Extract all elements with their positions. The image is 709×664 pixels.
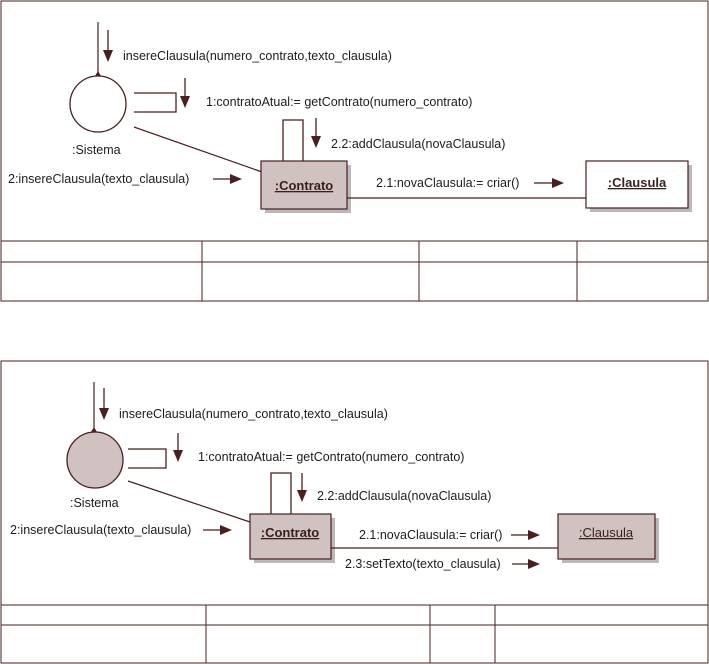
arrow-down-icon	[103, 30, 113, 62]
msg-set-texto: 2.3:setTexto(texto_clausula)	[345, 557, 501, 571]
sistema-actor[interactable]: :Sistema	[66, 382, 167, 510]
clausula-label: :Clausula	[608, 175, 667, 190]
arrow-down-icon	[297, 473, 307, 502]
sistema-label: :Sistema	[70, 496, 119, 510]
diagram-2-frame	[0, 360, 709, 664]
msg-contrato-atual: 1:contratoAtual:= getContrato(numero_con…	[198, 450, 464, 464]
arrow-right-icon	[213, 174, 242, 184]
arrow-right-icon	[203, 525, 232, 535]
msg-insere-left: 2:insereClausula(texto_clausula)	[10, 523, 191, 537]
arrow-down-icon	[99, 388, 109, 420]
arrow-right-icon	[512, 559, 540, 569]
msg-add-clausula: 2.2:addClausula(novaClausula)	[317, 489, 491, 503]
msg-add-clausula: 2.2:addClausula(novaClausula)	[331, 137, 505, 151]
arrow-down-icon	[173, 433, 183, 462]
contrato-label: :Contrato	[275, 178, 334, 193]
clausula-label: :Clausula	[579, 525, 634, 540]
actor-circle-icon	[66, 431, 124, 489]
diagram-1: :Sistema insereClausula(numero_contrato,…	[0, 0, 709, 302]
msg-insere-left: 2:insereClausula(texto_clausula)	[8, 172, 189, 186]
clausula-object[interactable]: :Clausula	[585, 160, 692, 212]
arrow-right-icon	[511, 530, 540, 540]
sistema-actor[interactable]: :Sistema	[69, 22, 177, 157]
msg-insere-top: insereClausula(numero_contrato,texto_cla…	[123, 49, 392, 63]
diagram-1-frame	[0, 0, 709, 302]
link-sistema-contrato	[127, 480, 251, 523]
arrow-right-icon	[534, 178, 564, 188]
contrato-object[interactable]: :Contrato	[249, 513, 335, 563]
diagram-1-info-table	[1, 240, 708, 301]
link-sistema-contrato	[133, 126, 263, 173]
msg-nova-clausula: 2.1:novaClausula:= criar()	[359, 528, 502, 542]
clausula-object[interactable]: :Clausula	[557, 513, 659, 563]
diagram-2: :Sistema insereClausula(numero_contrato,…	[0, 360, 709, 664]
diagram-2-info-table	[1, 604, 708, 663]
actor-circle-icon	[69, 75, 127, 133]
msg-insere-top: insereClausula(numero_contrato,texto_cla…	[119, 407, 388, 421]
sistema-label: :Sistema	[72, 143, 121, 157]
msg-nova-clausula: 2.1:novaClausula:= criar()	[376, 176, 519, 190]
msg-contrato-atual: 1:contratoAtual:= getContrato(numero_con…	[206, 95, 472, 109]
arrow-down-icon	[180, 78, 190, 108]
contrato-label: :Contrato	[261, 525, 320, 540]
arrow-down-icon	[311, 118, 321, 148]
contrato-object[interactable]: :Contrato	[260, 160, 351, 213]
